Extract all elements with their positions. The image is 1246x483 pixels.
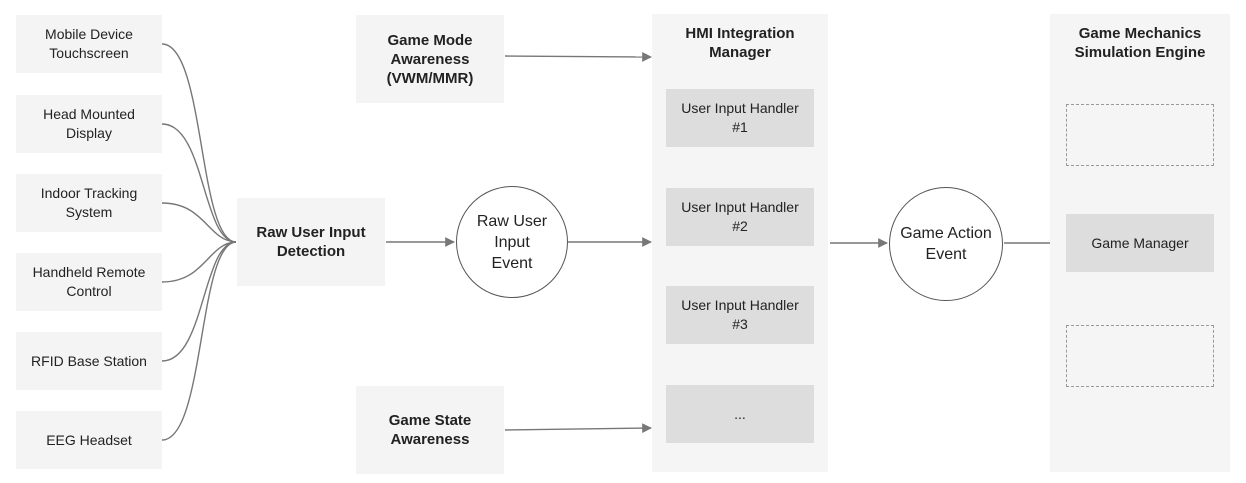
device-connector — [161, 123, 237, 243]
game-state-awareness-box: Game State Awareness — [356, 386, 504, 474]
device-label: RFID Base Station — [31, 352, 147, 369]
handler-label: User Input Handler #1 — [681, 100, 799, 135]
device-box-handheld-remote: Handheld Remote Control — [16, 253, 162, 311]
raw-input-event-label: Raw User Input Event — [476, 212, 548, 272]
user-input-handler-2: User Input Handler #2 — [666, 188, 814, 246]
raw-input-event-node: Raw User Input Event — [456, 186, 568, 298]
game-action-event-node: Game Action Event — [889, 187, 1003, 301]
device-label: Handheld Remote Control — [32, 264, 146, 299]
engine-placeholder-lower — [1066, 325, 1214, 387]
game-manager-label: Game Manager — [1091, 234, 1189, 251]
device-label: Indoor Tracking System — [40, 185, 138, 220]
device-box-indoor-tracking: Indoor Tracking System — [16, 174, 162, 232]
device-connector — [161, 241, 237, 283]
user-input-handler-1: User Input Handler #1 — [666, 89, 814, 147]
device-box-mobile-touchscreen: Mobile Device Touchscreen — [16, 15, 162, 73]
device-connector — [161, 202, 237, 243]
device-label: Mobile Device Touchscreen — [45, 26, 133, 61]
raw-input-detection-label: Raw User Input Detection — [256, 224, 366, 260]
device-box-eeg-headset: EEG Headset — [16, 411, 162, 469]
handler-label: ... — [734, 405, 746, 422]
handler-label: User Input Handler #2 — [681, 199, 799, 234]
game-manager-box: Game Manager — [1066, 214, 1214, 272]
raw-input-detection-box: Raw User Input Detection — [237, 198, 385, 286]
hmi-integration-manager-title: HMI Integration Manager — [685, 25, 795, 61]
game-mode-awareness-label: Game Mode Awareness (VWM/MMR) — [386, 31, 474, 87]
device-connector — [161, 241, 237, 362]
game-mode-awareness-box: Game Mode Awareness (VWM/MMR) — [356, 15, 504, 103]
game-mechanics-engine-title: Game Mechanics Simulation Engine — [1074, 25, 1206, 61]
game-state-to-hmi-arrow — [504, 423, 652, 434]
device-label: Head Mounted Display — [43, 106, 135, 141]
game-action-event-label: Game Action Event — [900, 225, 992, 263]
user-input-handler-more: ... — [666, 385, 814, 443]
user-input-handler-3: User Input Handler #3 — [666, 286, 814, 344]
handler-label: User Input Handler #3 — [681, 297, 799, 332]
device-connector — [161, 241, 237, 441]
device-connector — [161, 43, 237, 243]
device-box-rfid-base-station: RFID Base Station — [16, 332, 162, 390]
game-state-awareness-label: Game State Awareness — [388, 412, 472, 448]
device-box-head-mounted-display: Head Mounted Display — [16, 95, 162, 153]
engine-placeholder-upper — [1066, 104, 1214, 166]
device-label: EEG Headset — [46, 431, 132, 448]
game-mode-to-hmi-arrow — [504, 52, 652, 62]
